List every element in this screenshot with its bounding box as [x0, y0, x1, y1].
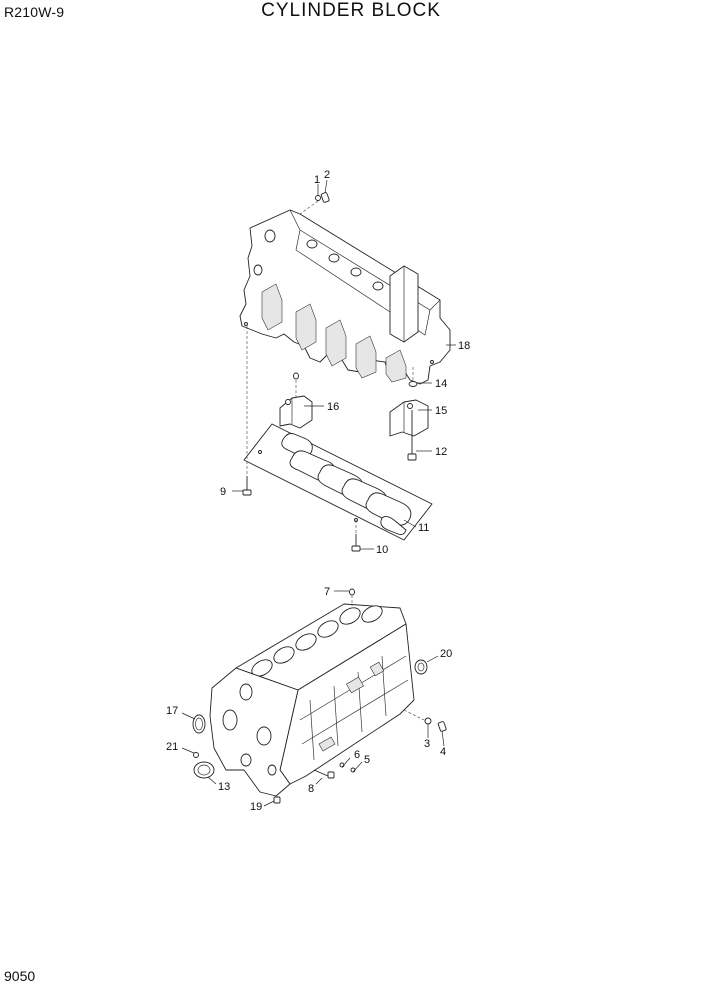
plug-part-3 [424, 717, 432, 725]
callout-5: 5 [364, 754, 370, 766]
screw-plug-part-4 [437, 721, 447, 732]
o-ring-part-17 [192, 714, 206, 734]
callout-17: 17 [166, 705, 178, 717]
callout-21: 21 [166, 741, 178, 753]
callout-labels: 1 2 18 14 16 15 12 9 11 10 7 20 17 21 3 … [166, 169, 470, 813]
callout-14: 14 [435, 378, 447, 390]
gasket-part-11 [243, 423, 433, 541]
callout-18: 18 [458, 340, 470, 352]
callout-8: 8 [308, 783, 314, 795]
bolt-part-10 [351, 534, 361, 552]
callout-20: 20 [440, 648, 452, 660]
callout-1: 1 [314, 174, 320, 186]
model-code: R210W-9 [4, 4, 65, 20]
callout-3: 3 [424, 738, 430, 750]
bed-plate-assembly [239, 209, 451, 385]
bolt-part-9 [242, 476, 252, 496]
callout-7: 7 [324, 586, 330, 598]
cylinder-block [209, 603, 415, 797]
callout-4: 4 [440, 746, 446, 758]
callout-15: 15 [435, 405, 447, 417]
screw-plug-part-2 [320, 192, 330, 203]
callout-9: 9 [220, 486, 226, 498]
dowel-part-7 [349, 588, 355, 596]
leader-lines [181, 179, 456, 807]
callout-16: 16 [327, 401, 339, 413]
bearing-cap-part-15 [389, 399, 429, 437]
page-title: CYLINDER BLOCK [261, 0, 441, 21]
plug-part-1 [315, 195, 321, 201]
seal-cup-part-13 [193, 761, 215, 779]
long-bolt-part-12 [407, 410, 417, 461]
bearing-cap-part-16 [279, 395, 313, 429]
seal-plug-part-20 [414, 659, 428, 675]
plug-part-21 [193, 752, 199, 758]
callout-19: 19 [250, 801, 262, 813]
washer-part-14 [408, 381, 418, 387]
callout-6: 6 [354, 749, 360, 761]
pin-part-16-top [293, 372, 299, 380]
page-number: 9050 [4, 968, 36, 984]
callout-13: 13 [218, 781, 230, 793]
callout-2: 2 [324, 169, 330, 181]
callout-11: 11 [418, 522, 429, 534]
callout-12: 12 [435, 446, 447, 458]
bolt-part-8 [313, 769, 335, 779]
plug-part-19 [273, 796, 281, 804]
callout-10: 10 [376, 544, 388, 556]
